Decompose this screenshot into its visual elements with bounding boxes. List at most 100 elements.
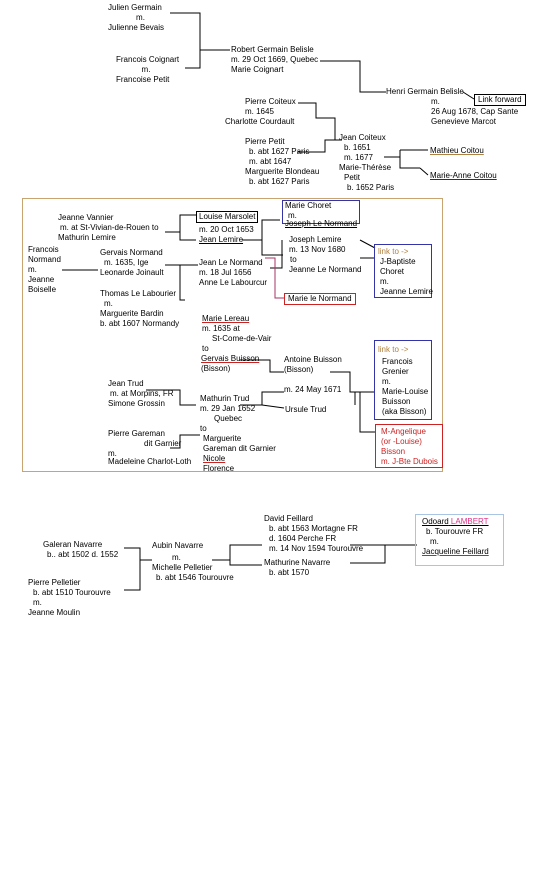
marie-le-normand-box[interactable]: Marie le Normand [284, 293, 356, 305]
person-thomas-le-labourier: Thomas Le Labourier m. Marguerite Bardin… [100, 289, 179, 329]
antoine-marriage-date: m. 24 May 1671 [284, 385, 342, 394]
person-mathurine-navarre: Mathurine Navarre b. abt 1570 [264, 558, 330, 578]
name: Pierre Gareman [108, 429, 165, 438]
birth: b. abt 1627 Paris [249, 147, 310, 156]
alias: (Bisson) [201, 364, 231, 373]
alias: (or -Louise) [381, 437, 422, 446]
spouse: Madeleine Charlot-Loth [108, 457, 192, 466]
person-galeran-navarre: Galeran Navarre b.. abt 1502 d. 1552 [43, 540, 118, 560]
name: Marguerite [203, 434, 242, 443]
spouse: Simone Grossin [108, 399, 165, 408]
name: Francois Coignart [116, 55, 180, 64]
link-to-label: link to -> [378, 345, 409, 354]
child-mathieu-coitou[interactable]: Mathieu Coitou [430, 146, 484, 155]
spouse-birth: b. abt 1546 Tourouvre [156, 573, 234, 582]
person-marguerite-gareman: Marguerite Gareman dit Garnier Nicole Fl… [203, 434, 276, 474]
surname: Grenier [382, 367, 409, 376]
spouse: Jean Lemire [199, 235, 244, 244]
name: Pierre Petit [245, 137, 285, 146]
lemire-buisson-section-frame [22, 198, 443, 472]
person-jean-le-normand: Jean Le Normand m. 18 Jul 1656 Anne Le L… [199, 258, 267, 288]
marsolet-marriage: m. 20 Oct 1653 Jean Lemire [199, 225, 254, 245]
marriage-date: m. 14 Nov 1594 Tourouvre [269, 544, 364, 553]
name: Jeanne Vannier [58, 213, 114, 222]
spouse: Charlotte Courdault [225, 117, 295, 126]
name: Mathurin Trud [200, 394, 250, 403]
person-francois-coignart: Francois Coignart m. Francoise Petit [116, 55, 179, 85]
spouse: Marie-Thérèse [339, 163, 392, 172]
aubin-marriage: m. Michelle Pelletier b. abt 1546 Tourou… [152, 553, 234, 583]
marriage-date: m. 29 Jan 1652 [200, 404, 256, 413]
marriage-label: m. [430, 537, 439, 546]
marriage-place: Quebec [214, 414, 243, 423]
marriage-label: m. [136, 13, 145, 22]
name: Julien Germain [108, 3, 162, 12]
marriage-label: m. [382, 377, 391, 386]
spouse: Marie-Louise [382, 387, 429, 396]
spouse: Marie Coignart [231, 65, 284, 74]
louise-marsolet-box[interactable]: Louise Marsolet [196, 211, 259, 223]
child-marie-anne-coitou[interactable]: Marie-Anne Coitou [430, 171, 497, 180]
name: Pierre Pelletier [28, 578, 81, 587]
francois-grenier-link-box[interactable]: link to -> Francois Grenier m. Marie-Lou… [374, 340, 432, 420]
person-gervais-buisson: Gervais Buisson (Bisson) [201, 354, 259, 374]
birth: b. Tourouvre FR [426, 527, 484, 536]
marriage-label: m. [380, 277, 389, 286]
spouse-surname: Buisson [382, 397, 411, 406]
person-ursule-trud: Ursule Trud [285, 405, 327, 414]
alias: dit Garnier [144, 439, 182, 448]
mother-surname: Florence [203, 464, 235, 473]
marriage-place: m. at Morpins, FR [110, 389, 174, 398]
m-angelique-bisson-box[interactable]: M-Angelique (or -Louise) Bisson m. J-Bte… [375, 424, 443, 468]
marriage-label: m. 29 Oct 1669, Quebec [231, 55, 319, 64]
person-marie-lereau: Marie Lereau m. 1635 at St-Come-de-Vair … [202, 314, 271, 354]
odoard-lambert-box[interactable]: Odoard LAMBERT b. Tourouvre FR m. Jacque… [415, 514, 504, 566]
name: Gervais Buisson [201, 354, 260, 363]
person-julien-germain: Julien Germain m. Julienne Bevais [108, 3, 173, 33]
birth: b. abt 1563 Mortagne FR [269, 524, 358, 533]
name: Antoine Buisson [284, 355, 342, 364]
birth: b. 1651 [344, 143, 371, 152]
marriage-label: m. [141, 65, 151, 74]
spouse: m. J-Bte Dubois [381, 457, 438, 466]
mother-name: Nicole [203, 454, 226, 463]
birth: b. abt 1510 Tourouvre [33, 588, 111, 597]
person-david-feillard: David Feillard b. abt 1563 Mortagne FR d… [264, 514, 363, 554]
spouse-birth: b. abt 1627 Paris [249, 177, 310, 186]
person-pierre-petit: Pierre Petit b. abt 1627 Paris m. abt 16… [245, 137, 319, 187]
spouse: Jeanne Le Normand [289, 265, 362, 274]
jb-choret-link-box[interactable]: link to -> J-Baptiste Choret m. Jeanne L… [374, 244, 433, 298]
surname: Choret [380, 267, 405, 276]
spouse: Joseph Le Normand [285, 219, 358, 228]
spouse: Jeanne Lemire [380, 287, 433, 296]
marie-choret-box[interactable]: Marie Choret m. Joseph Le Normand [282, 200, 360, 228]
spouse: Anne Le Labourcur [199, 278, 268, 287]
person-aubin-navarre: Aubin Navarre [152, 541, 204, 550]
marriage-place: m. at St-Vivian-de-Rouen to [60, 223, 159, 232]
name: David Feillard [264, 514, 313, 523]
surname-link[interactable]: LAMBERT [450, 517, 489, 526]
spouse-surname: Petit [344, 173, 361, 182]
person-jeanne-vannier: Jeanne Vannier m. at St-Vivian-de-Rouen … [58, 213, 159, 243]
name: Mathurine Navarre [264, 558, 331, 567]
name: Jean Coiteux [339, 133, 386, 142]
spouse: Leonarde Joinault [100, 268, 164, 277]
person-pierre-coiteux: Pierre Coiteux m. 1645 Charlotte Courdau… [225, 97, 296, 127]
link-forward-button[interactable]: Link forward [474, 94, 526, 106]
spouse: Michelle Pelletier [152, 563, 213, 572]
marriage-date: 26 Aug 1678, Cap Sante [431, 107, 519, 116]
surname: Normand [28, 255, 61, 264]
name: Robert Germain Belisle [231, 45, 314, 54]
marriage-label: m. [172, 553, 181, 562]
spouse: Marguerite Blondeau [245, 167, 320, 176]
marriage-label: m. [288, 211, 297, 220]
henri-marriage: m. 26 Aug 1678, Cap Sante Genevieve Marc… [431, 97, 518, 127]
marriage-date: m. 13 Nov 1680 [289, 245, 346, 254]
person-jean-trud: Jean Trud m. at Morpins, FR Simone Gross… [108, 379, 174, 409]
person-pierre-gareman: Pierre Gareman dit Garnier m. Madeleine … [108, 429, 191, 467]
spouse-surname: Boiselle [28, 285, 57, 294]
person-mathurin-trud: Mathurin Trud m. 29 Jan 1652 Quebec to [200, 394, 255, 434]
death: d. 1604 Perche FR [269, 534, 337, 543]
spouse-birth: b. abt 1607 Normandy [100, 319, 180, 328]
person-antoine-buisson: Antoine Buisson (Bisson) [284, 355, 342, 375]
